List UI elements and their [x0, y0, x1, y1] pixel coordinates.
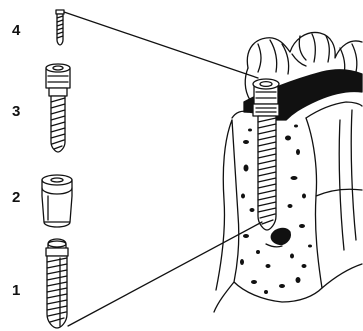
fixture-in-situ: [258, 116, 276, 230]
part-2-abutment-sleeve: [42, 175, 72, 227]
nerve-canal: [266, 228, 290, 246]
part-1-fixture: [46, 239, 68, 328]
leader-lines: [64, 12, 262, 326]
part-label-1: 1: [12, 283, 20, 298]
part-3-abutment-screw: [46, 64, 70, 152]
part-label-4: 4: [12, 23, 20, 38]
part-4-screw: [56, 10, 64, 45]
abutment-in-situ: [253, 79, 279, 116]
part-label-3: 3: [12, 104, 20, 119]
part-label-2: 2: [12, 190, 20, 205]
gingiva-band: [232, 70, 362, 120]
